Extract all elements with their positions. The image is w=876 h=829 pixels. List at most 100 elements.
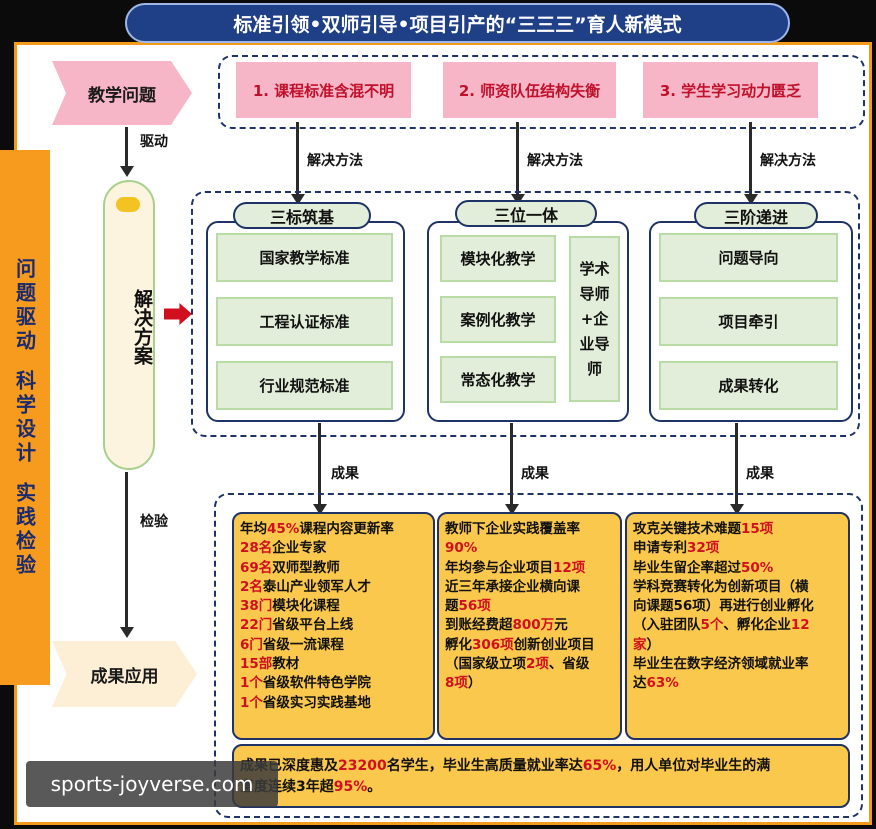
- result-line: 15部教材: [240, 655, 427, 674]
- result-text: 省级软件特色学院: [262, 675, 371, 692]
- result-line: 教师下企业实践覆盖率: [445, 520, 614, 539]
- method-label-3: 解决方法: [760, 153, 816, 169]
- result-line: （入驻团队5个、孵化企业12: [633, 616, 842, 635]
- box-regular-teaching: 常态化教学: [440, 356, 556, 403]
- results-group: [214, 493, 863, 818]
- result-text: 毕业生留企率超过: [633, 559, 741, 576]
- result-text: 32项: [687, 540, 720, 557]
- result-text: 69名: [240, 559, 273, 576]
- flow-line: [125, 472, 128, 628]
- pillar-dot: [116, 197, 140, 212]
- result-text: 22门: [240, 617, 273, 634]
- result-text: 5个: [700, 617, 724, 634]
- drive-label: 驱动: [140, 134, 168, 150]
- box-national-standard: 国家教学标准: [216, 233, 393, 282]
- result-text: 1个: [240, 675, 263, 692]
- problem-3: 3. 学生学习动力匮乏: [643, 62, 818, 118]
- result-text: 65%: [582, 758, 617, 774]
- result-application-tag: 成果应用: [52, 641, 197, 707]
- result-line: 到账经费超800万元: [445, 616, 614, 635]
- box-modular-teaching: 模块化教学: [440, 235, 556, 282]
- result-text: 学科竞赛转化为创新项目（横: [633, 578, 809, 595]
- box-project-driven: 项目牵引: [659, 297, 838, 346]
- solution-pillar: [103, 180, 155, 470]
- result-line: 38门模块化课程: [240, 597, 427, 616]
- result-text: 8项: [445, 675, 468, 692]
- result-line: 成果已深度惠及23200名学生，毕业生高质量就业率达65%，用人单位对毕业生的满: [240, 756, 842, 777]
- result-text: 28名: [240, 540, 273, 557]
- result-text: 、孵化企业: [723, 617, 791, 634]
- result-text: 家: [633, 636, 647, 653]
- result-line: 申请专利32项: [633, 539, 842, 558]
- result-text: 306项: [472, 636, 514, 653]
- result-line: 8项）: [445, 674, 614, 693]
- result-text: 15项: [741, 521, 774, 537]
- result-line: 28名企业专家: [240, 539, 427, 558]
- result-text: 创新创业项目: [513, 636, 595, 653]
- box-engineering-standard: 工程认证标准: [216, 297, 393, 346]
- result-text: 攻克关键技术难题: [633, 521, 741, 537]
- result-box-summary: 成果已深度惠及23200名学生，毕业生高质量就业率达65%，用人单位对毕业生的满…: [232, 744, 850, 808]
- box-problem-oriented: 问题导向: [659, 233, 838, 282]
- method-label-2: 解决方法: [527, 153, 583, 169]
- result-line: 学科竞赛转化为创新项目（横: [633, 578, 842, 597]
- result-text: 课程内容更新率: [299, 521, 394, 537]
- phase-label-2: 科学设计: [12, 369, 37, 466]
- result-label-1: 成果: [331, 466, 359, 482]
- right-arrow-icon: [164, 303, 192, 325]
- result-line: 1个省级软件特色学院: [240, 674, 427, 693]
- left-phase-bar: 问题驱动 科学设计 实践检验: [0, 150, 50, 685]
- result-line: 意度连续3年超95%。: [240, 777, 842, 798]
- result-text: 50%: [741, 559, 774, 576]
- arrow-down-icon: [291, 194, 305, 205]
- result-text: 省级实习实践基地: [262, 694, 371, 711]
- method-line-1: [296, 122, 299, 196]
- result-line: 毕业生在数字经济领域就业率: [633, 655, 842, 674]
- result-text: 达: [633, 675, 647, 692]
- result-text: ，用人单位对毕业生的满: [616, 758, 771, 774]
- result-text: 双师型教师: [272, 559, 340, 576]
- result-text: （入驻团队: [633, 617, 701, 634]
- result-line: 年均45%课程内容更新率: [240, 520, 427, 539]
- result-text: （国家级立项: [445, 656, 526, 673]
- result-text: 申请专利: [633, 540, 687, 557]
- result-text: 教材: [272, 656, 300, 673]
- result-text: 12: [790, 617, 810, 634]
- result-text: 企业专家: [272, 540, 327, 557]
- arrow-down-icon: [730, 504, 744, 515]
- result-text: 38门: [240, 598, 273, 615]
- result-line: 向课题56项）再进行创业孵化: [633, 597, 842, 616]
- result-text: 到账经费超: [445, 617, 513, 634]
- result-text: 教师下企业实践覆盖率: [445, 521, 580, 537]
- result-text: 15部: [240, 656, 273, 673]
- box-industry-standard: 行业规范标准: [216, 361, 393, 410]
- result-text: 2名: [240, 578, 263, 595]
- flow-line: [125, 127, 128, 167]
- result-text: 1个: [240, 694, 263, 711]
- result-line: 2名泰山产业领军人才: [240, 578, 427, 597]
- result-text: 泰山产业领军人才: [262, 578, 371, 595]
- result-line: 题56项: [445, 597, 614, 616]
- arrow-down-icon: [120, 627, 134, 638]
- result-text: 90%: [445, 540, 478, 557]
- arrow-down-icon: [505, 504, 519, 515]
- phase-label-1: 问题驱动: [12, 257, 37, 354]
- solutions-group: [191, 191, 860, 437]
- box-achievement-transform: 成果转化: [659, 361, 838, 410]
- result-line: 孵化306项创新创业项目: [445, 636, 614, 655]
- result-text: 6门: [240, 636, 263, 653]
- result-line-1: [318, 423, 321, 506]
- problem-1: 1. 课程标准含混不明: [236, 62, 411, 118]
- result-line: 攻克关键技术难题15项: [633, 520, 842, 539]
- result-text: 2项: [526, 656, 549, 673]
- result-text: 近三年承接企业横向课: [445, 578, 580, 595]
- result-text: 模块化课程: [272, 598, 340, 615]
- result-text: 年均: [240, 521, 267, 537]
- result-line: 22门省级平台上线: [240, 616, 427, 635]
- result-text: 56项: [458, 598, 491, 615]
- result-text: 95%: [333, 779, 368, 795]
- result-text: 23200: [338, 758, 387, 774]
- result-line-3: [735, 423, 738, 506]
- panel-progressive-title: 三阶递进: [694, 202, 818, 229]
